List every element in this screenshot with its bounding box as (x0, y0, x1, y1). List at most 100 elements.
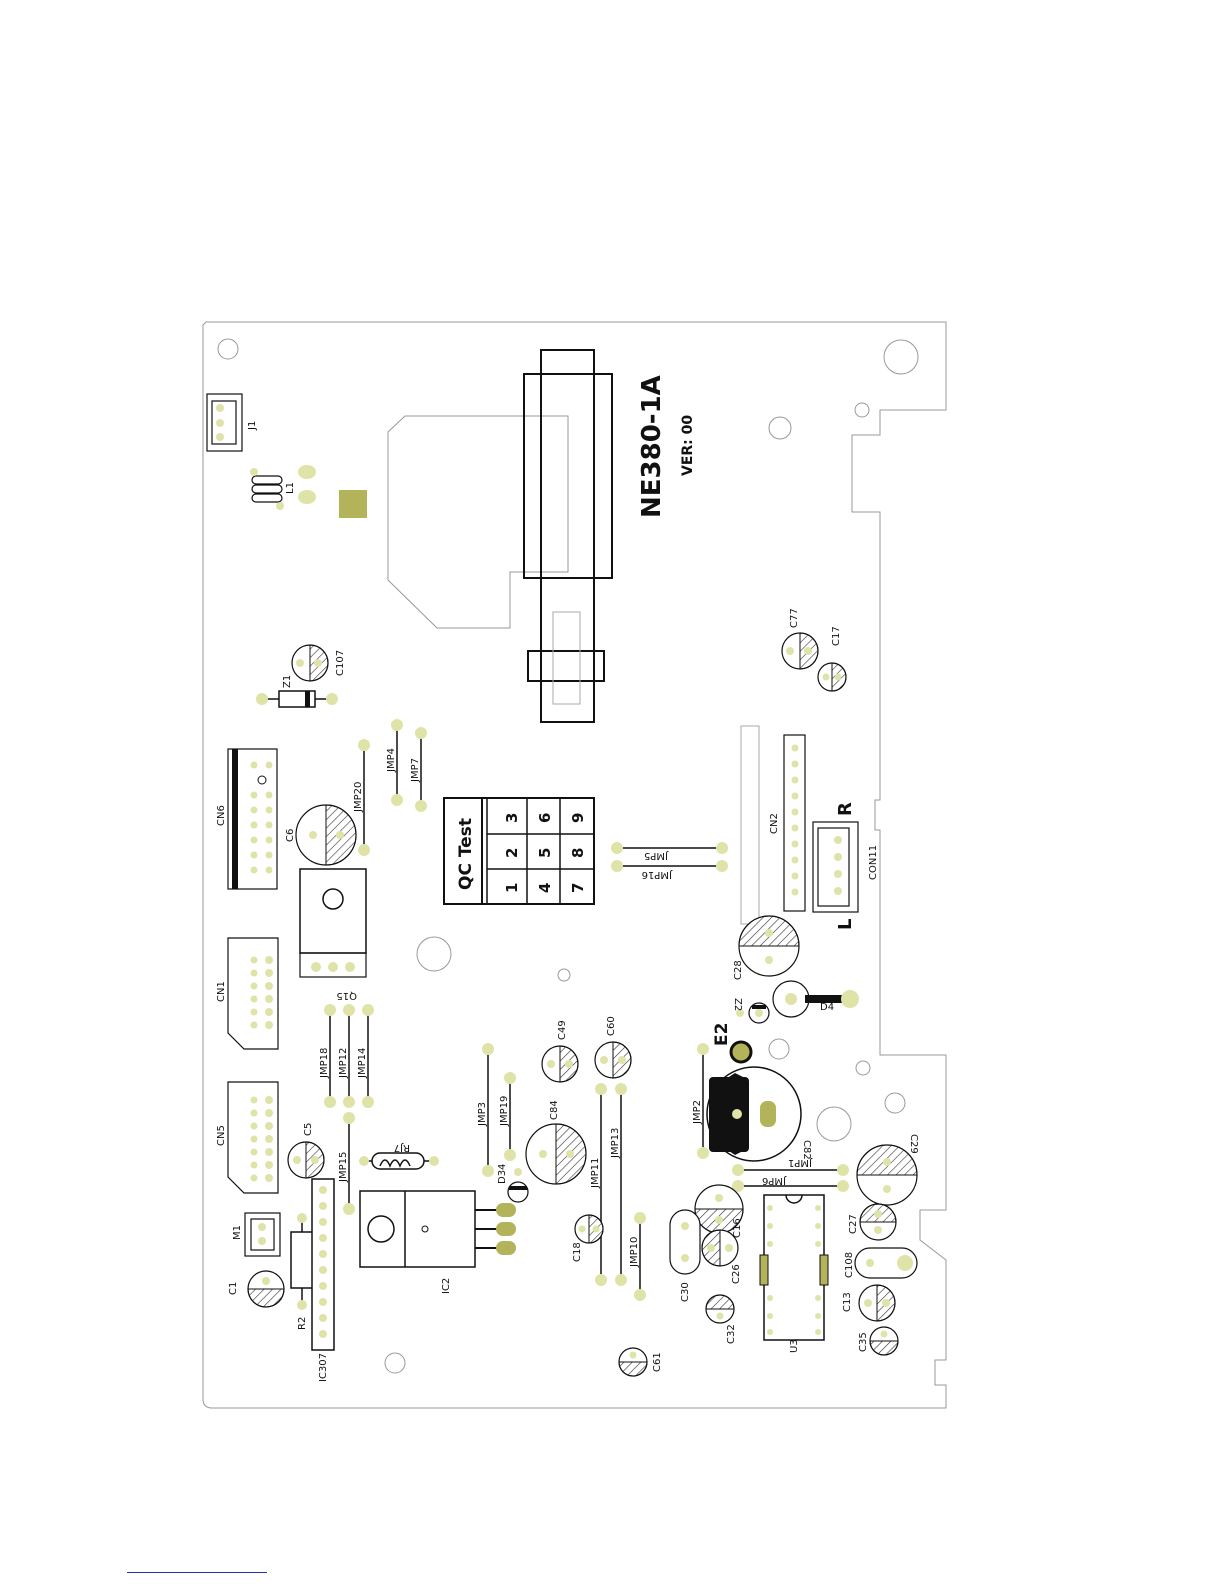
svg-text:C6: C6 (285, 829, 296, 842)
capacitor-c60: C60 (595, 1016, 631, 1078)
svg-text:D4: D4 (820, 1002, 834, 1013)
mounting-hole (558, 969, 570, 981)
capacitor-c35: C35 (858, 1327, 898, 1355)
capacitor-c1: C1 (228, 1271, 284, 1307)
svg-text:JMP4: JMP4 (386, 748, 397, 773)
capacitor-c29: C29 (857, 1134, 919, 1205)
capacitor-c17: C17 (818, 626, 846, 691)
svg-text:JMP18: JMP18 (319, 1048, 330, 1079)
svg-text:JMP2: JMP2 (692, 1100, 703, 1125)
channel-left-mark: L (835, 919, 856, 930)
svg-text:JMP1: JMP1 (788, 1157, 813, 1168)
mounting-hole (769, 1039, 789, 1059)
connector-cn1: CN1 (216, 938, 278, 1049)
regulator-block (300, 869, 366, 977)
svg-text:D34: D34 (497, 1164, 508, 1184)
qc-key: 6 (536, 813, 554, 823)
mounting-hole (885, 1093, 905, 1113)
diode-z2: Z2 (732, 998, 769, 1023)
mounting-hole (884, 340, 918, 374)
qc-key: 1 (503, 883, 521, 893)
capacitor-c13: C13 (842, 1285, 895, 1321)
diode-d34: D34 (497, 1164, 528, 1202)
qc-test-keypad: QC Test 3 6 9 2 5 8 1 4 7 (444, 798, 594, 904)
svg-text:JMP19: JMP19 (499, 1096, 510, 1127)
svg-text:JMP16: JMP16 (642, 869, 673, 880)
square-pad (339, 490, 367, 518)
mounting-hole (855, 403, 869, 417)
jumper-jmp19: JMP19 (499, 1072, 516, 1161)
connector-cn6: CN6 (216, 749, 277, 889)
svg-text:M1: M1 (232, 1225, 243, 1240)
inductor-rj7: RJ7 (359, 1142, 439, 1169)
mounting-hole (385, 1353, 405, 1373)
svg-text:U3: U3 (789, 1339, 800, 1353)
svg-text:C30: C30 (680, 1282, 691, 1302)
svg-text:IC2: IC2 (441, 1278, 452, 1294)
svg-text:C49: C49 (557, 1020, 568, 1040)
jumper-jmp11: JMP11 (590, 1083, 607, 1286)
channel-right-mark: R (835, 802, 856, 816)
connector-con11: CON11 R L (813, 802, 879, 930)
svg-text:JMP7: JMP7 (410, 758, 421, 783)
svg-text:C18: C18 (572, 1242, 583, 1262)
mounting-hole (817, 1107, 851, 1141)
svg-text:C29: C29 (908, 1134, 919, 1154)
svg-text:C17: C17 (831, 626, 842, 646)
board-title: NE380-1A (637, 375, 667, 518)
jumper-jmp15: JMP15 (338, 1112, 355, 1215)
svg-text:C28: C28 (733, 960, 744, 980)
capacitor-c49: C49 (542, 1020, 578, 1082)
svg-text:JMP3: JMP3 (477, 1102, 488, 1127)
connector-cn2: CN2 (741, 726, 805, 924)
svg-text:C16: C16 (732, 1218, 743, 1238)
svg-text:C27: C27 (848, 1214, 859, 1234)
svg-text:R2: R2 (297, 1317, 308, 1330)
svg-text:L1: L1 (285, 482, 296, 494)
mounting-hole (856, 1061, 870, 1075)
svg-text:JMP13: JMP13 (610, 1128, 621, 1159)
ic-u3: U3 (760, 1195, 828, 1353)
svg-text:C26: C26 (731, 1264, 742, 1284)
svg-text:C84: C84 (549, 1100, 560, 1120)
label-q15: Q15 (336, 990, 357, 1001)
svg-text:JMP6: JMP6 (762, 1175, 787, 1186)
footer-rule (127, 1572, 267, 1573)
svg-text:Z2: Z2 (732, 998, 743, 1011)
inductor-l1: L1 (250, 465, 316, 510)
jumper-jmp12: JMP12 (338, 1004, 355, 1108)
capacitor-c18: C18 (572, 1215, 603, 1262)
mounting-hole (218, 339, 238, 359)
capacitor-c32: C32 (706, 1295, 737, 1344)
jumper-jmp2: JMP2 (692, 1043, 709, 1159)
capacitor-c82: C82 (707, 1067, 812, 1161)
svg-text:C5: C5 (303, 1123, 314, 1136)
capacitor-c27: C27 (848, 1204, 896, 1240)
qc-key: 9 (569, 813, 587, 823)
svg-text:JMP20: JMP20 (353, 782, 364, 813)
svg-text:JMP12: JMP12 (338, 1048, 349, 1079)
mounting-hole (417, 937, 451, 971)
qc-key: 5 (536, 848, 554, 858)
resistor-r2: R2 (291, 1213, 313, 1330)
jumper-jmp4: JMP4 (386, 719, 403, 806)
qc-key: 8 (569, 848, 587, 858)
ic-ic307: IC307 (312, 1179, 334, 1382)
svg-text:C1: C1 (228, 1282, 239, 1295)
qc-key: 3 (503, 813, 521, 823)
jumper-jmp7: JMP7 (410, 727, 427, 812)
svg-text:C82: C82 (801, 1140, 812, 1160)
svg-text:C61: C61 (652, 1352, 663, 1372)
svg-text:E2: E2 (712, 1023, 732, 1046)
svg-text:CN1: CN1 (216, 981, 227, 1002)
qc-test-title: QC Test (456, 818, 476, 890)
test-point-e2: E2 (712, 1023, 751, 1062)
capacitor-c61: C61 (619, 1348, 663, 1376)
capacitor-c28: C28 (733, 916, 799, 980)
svg-text:CON11: CON11 (868, 845, 879, 880)
svg-text:IC307: IC307 (318, 1353, 329, 1382)
connector-j1: J1 (207, 394, 258, 451)
svg-text:C60: C60 (606, 1016, 617, 1036)
capacitor-c5: C5 (288, 1123, 324, 1178)
svg-text:C13: C13 (842, 1292, 853, 1312)
